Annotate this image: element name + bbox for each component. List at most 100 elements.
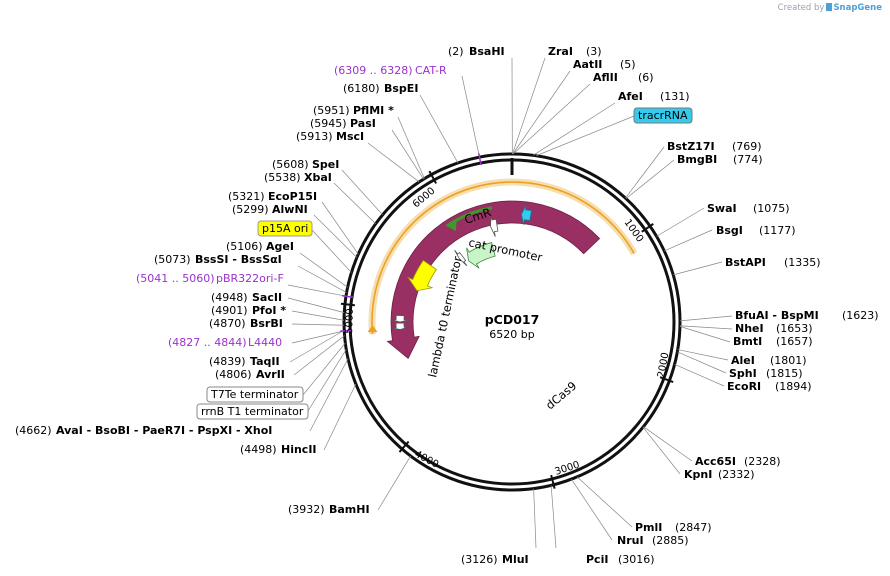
tick-2000 [659,376,674,383]
label-ecori-name: EcoRI [727,380,761,393]
leader-line-29 [533,488,537,549]
leader-line-27 [323,383,357,451]
leader-line-31 [571,478,613,541]
feature-arrows [340,153,606,443]
label-bsrbi-pos: (4870) [209,317,246,330]
label-agei-name: AgeI [266,240,294,253]
label-nhei-name: NheI [735,322,764,335]
label-bfuai-pos: (1623) [842,309,879,322]
tick-4000 [398,440,410,453]
leader-line-22 [289,329,345,363]
label-avrii-name: AvrII [256,368,285,381]
label-bstapi-pos: (1335) [784,256,821,269]
label-zrai-pos: (3) [586,45,602,58]
primer-mark-pbr [341,294,355,299]
feature-small-white [454,249,468,267]
label-mlui-name: MluI [502,553,529,566]
leader-line-8 [391,129,424,180]
leader-line-16 [297,265,347,293]
orange-arc-line [371,181,635,335]
label-msci-pos: (5913) [296,130,333,143]
label-catr-pos: (6309 .. 6328) [334,64,413,77]
leader-line-15 [299,252,348,288]
label-tracrrna: tracrRNA [638,109,688,122]
tick-label-2000: 2000 [656,352,671,379]
label-bmgbi-name: BmgBI [677,153,717,166]
label-kpni-pos: (2332) [718,468,755,481]
leader-line-41 [673,261,723,276]
label-bsssi-pos: (5073) [154,253,191,266]
label-bstapi-name: BstAPI [725,256,766,269]
leader-line-19 [291,310,345,321]
label-ecop15i-name: EcoP15I [268,190,317,203]
plasmid-name: pCD017 [485,312,540,327]
label-bstz17i-name: BstZ17I [667,140,715,153]
label-bstz17i-pos: (769) [732,140,762,153]
label-t7te-terminator: T7Te terminator [210,388,299,401]
label-l4440-pos: (4827 .. 4844) [168,336,247,349]
label-bmti-pos: (1657) [776,335,813,348]
label-nrui-pos: (2885) [652,534,689,547]
tick-3000 [550,474,556,489]
leader-line-30 [550,485,557,549]
label-bfuai-name: BfuAI - BspMI [735,309,819,322]
label-spei-name: SpeI [312,158,339,171]
label-nrui-name: NruI [617,534,644,547]
label-pfoi-name: PfoI * [252,304,286,317]
cmr-outer-arrowhead [446,220,457,232]
label-pmli-pos: (2847) [675,521,712,534]
feature-tracrrna [520,204,532,225]
label-pbr-name: pBR322ori-F [216,272,284,285]
label-pasi-pos: (5945) [310,117,347,130]
label-bsgi-name: BsgI [716,224,743,237]
cmr-outer-arc [445,206,493,228]
label-bamhi-name: BamHI [329,503,370,516]
leader-line-45 [625,146,665,199]
leader-line-38 [679,326,731,343]
label-taqii-pos: (4839) [209,355,246,368]
label-kpni-name: KpnI [684,468,712,481]
label-alwni-pos: (5299) [232,203,269,216]
label-hincii-pos: (4498) [240,443,277,456]
primer-mark-catr [477,153,482,166]
label-bspei-pos: (6180) [343,82,380,95]
label-rrnb-terminator: rrnB T1 terminator [201,405,304,418]
label-avai-name: AvaI - BsoBI - PaeR7I - PspXI - XhoI [56,424,272,437]
primer-mark-l4440 [340,329,353,332]
label-bsgi-pos: (1177) [759,224,796,237]
leader-line-42 [664,229,713,252]
leader-line-2 [512,70,571,155]
label-hincii-name: HincII [281,443,317,456]
label-bspei-name: BspEI [384,82,418,95]
label-taqii-name: TaqII [250,355,280,368]
label-zrai-name: ZraI [548,45,573,58]
leader-line-11 [333,182,376,225]
coordinate-ticks [340,170,674,489]
label-msci-name: MscI [336,130,364,143]
label-pmli-name: PmlI [635,521,662,534]
leader-line-9 [367,142,420,183]
leader-line-14 [311,229,352,273]
credit-brand: SnapGene [833,3,882,13]
leader-line-1 [512,57,546,155]
tick-5000 [340,302,355,307]
label-pflmi-pos: (5951) [313,104,350,117]
label-l4440-name: L4440 [248,336,282,349]
label-sphi-pos: (1815) [766,367,803,380]
leader-line-33 [642,426,681,475]
label-bmti-name: BmtI [733,335,762,348]
tick-label-5000: 5000 [344,308,356,334]
leader-line-43 [656,207,705,237]
leader-line-20 [291,323,345,326]
label-bsssi-name: BssSI - BssSαI [195,253,282,266]
leader-line-13 [313,214,358,258]
leader-line-4 [532,102,616,156]
label-bsrbi-name: BsrBI [250,317,283,330]
feature-label-dcas9: dCas9 [543,379,579,413]
p15a-ori-box [257,220,313,237]
leader-line-17 [287,284,347,297]
label-pcii-pos: (3016) [618,553,655,566]
label-acc65i-name: Acc65I [695,455,736,468]
